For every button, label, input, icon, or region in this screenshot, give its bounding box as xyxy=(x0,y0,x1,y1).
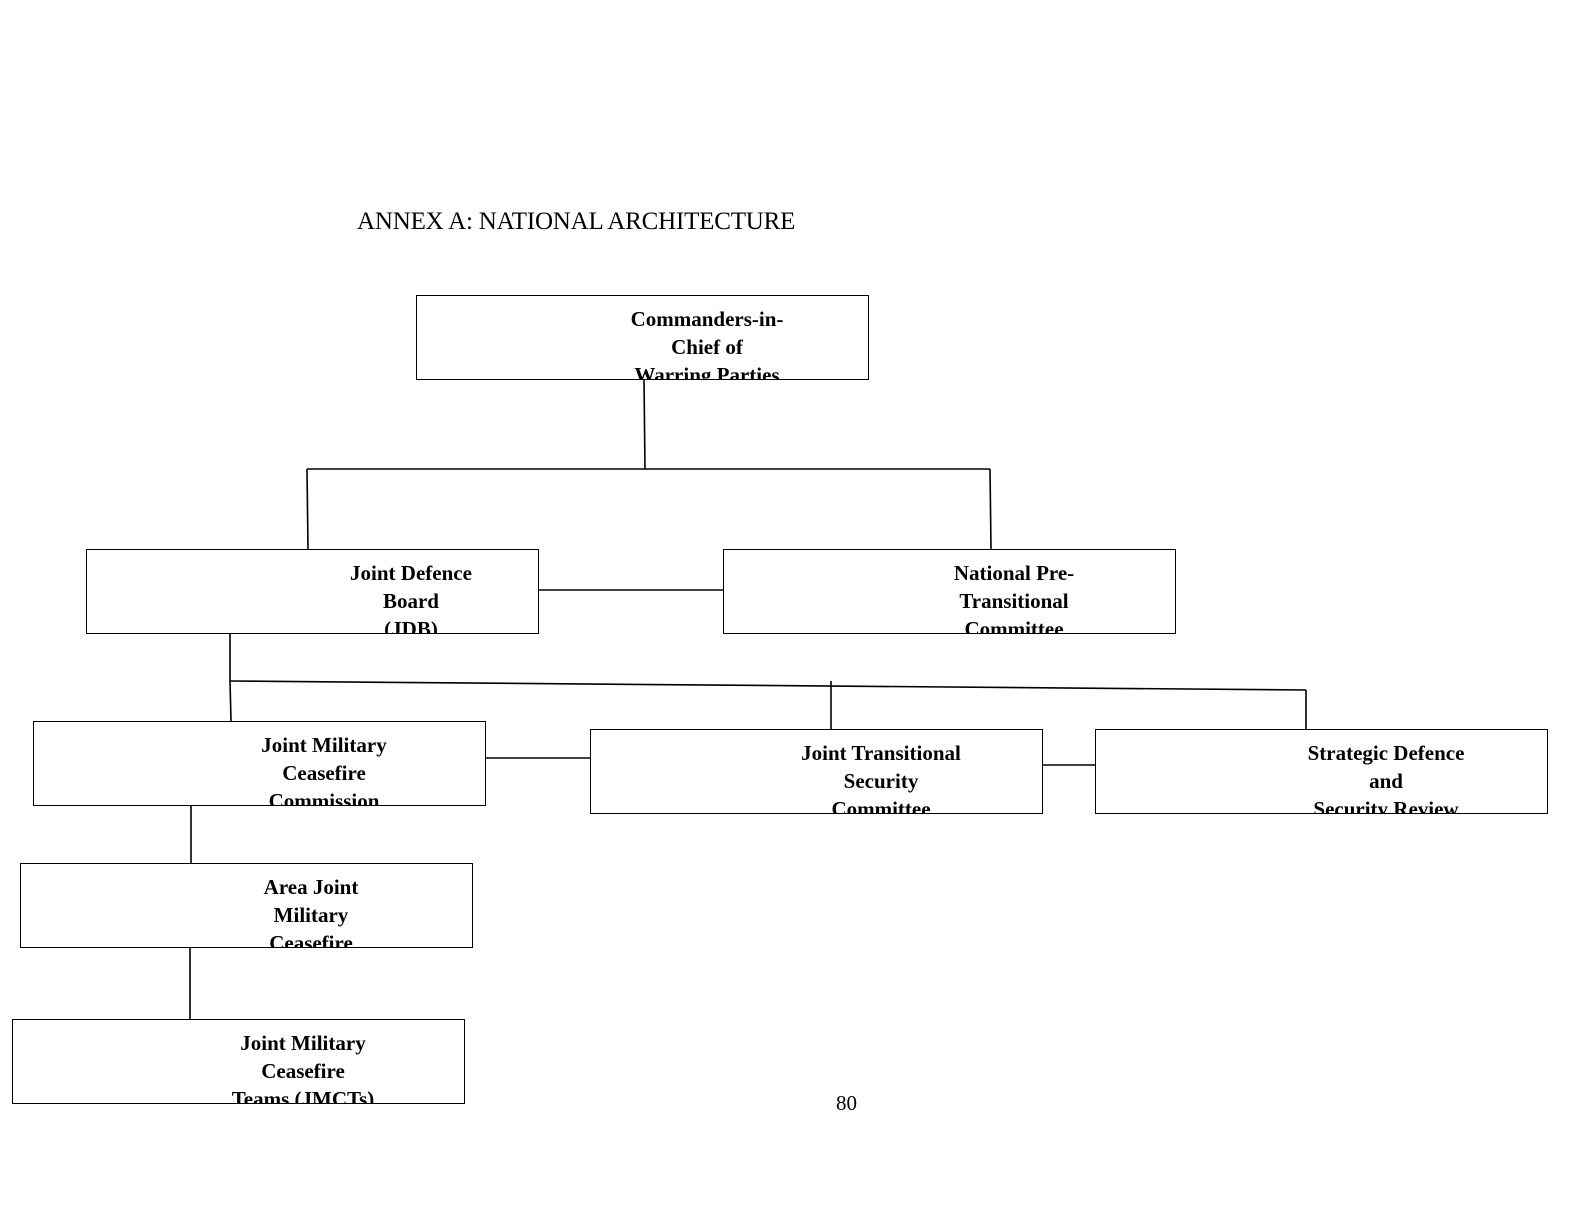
node-joint-military-ceasefire-commission: Joint Military Ceasefire Commission (JMC… xyxy=(33,721,486,806)
node-joint-defence-board: Joint Defence Board (JDB) xyxy=(86,549,539,634)
node-label: Joint Military Ceasefire Commission (JMC… xyxy=(261,733,387,806)
node-joint-military-ceasefire-teams: Joint Military Ceasefire Teams (JMCTs) xyxy=(12,1019,465,1104)
node-label: Strategic Defence and Security Review Bo… xyxy=(1307,741,1465,814)
page-title: ANNEX A: NATIONAL ARCHITECTURE xyxy=(357,208,796,235)
node-label: Joint Transitional Security Committee (J… xyxy=(801,741,961,814)
edge-cic-nptc xyxy=(989,468,992,550)
node-strategic-defence-security-review-board: Strategic Defence and Security Review Bo… xyxy=(1095,729,1548,814)
node-commanders-in-chief: Commanders-in-Chief of Warring Parties xyxy=(416,295,869,380)
node-label: Joint Defence Board (JDB) xyxy=(350,561,472,634)
edge-cic-jdb xyxy=(306,468,309,550)
node-national-pre-transitional-committee: National Pre-Transitional Committee (NPT… xyxy=(723,549,1176,634)
node-joint-transitional-security-committee: Joint Transitional Security Committee (J… xyxy=(590,729,1043,814)
edge-jdb-jmcc xyxy=(229,680,232,722)
node-area-joint-military-ceasefire-commission: Area Joint Military Ceasefire Commission… xyxy=(20,863,473,948)
page-number: 80 xyxy=(836,1091,857,1115)
node-label: Commanders-in-Chief of Warring Parties xyxy=(630,307,784,380)
edge-cic-trunk xyxy=(643,379,646,470)
node-label: National Pre-Transitional Committee (NPT… xyxy=(953,561,1075,634)
edge-jdb-branch-bar xyxy=(229,680,1307,691)
node-label: Joint Military Ceasefire Teams (JMCTs) xyxy=(231,1031,375,1104)
node-label: Area Joint Military Ceasefire Commission… xyxy=(263,875,359,948)
